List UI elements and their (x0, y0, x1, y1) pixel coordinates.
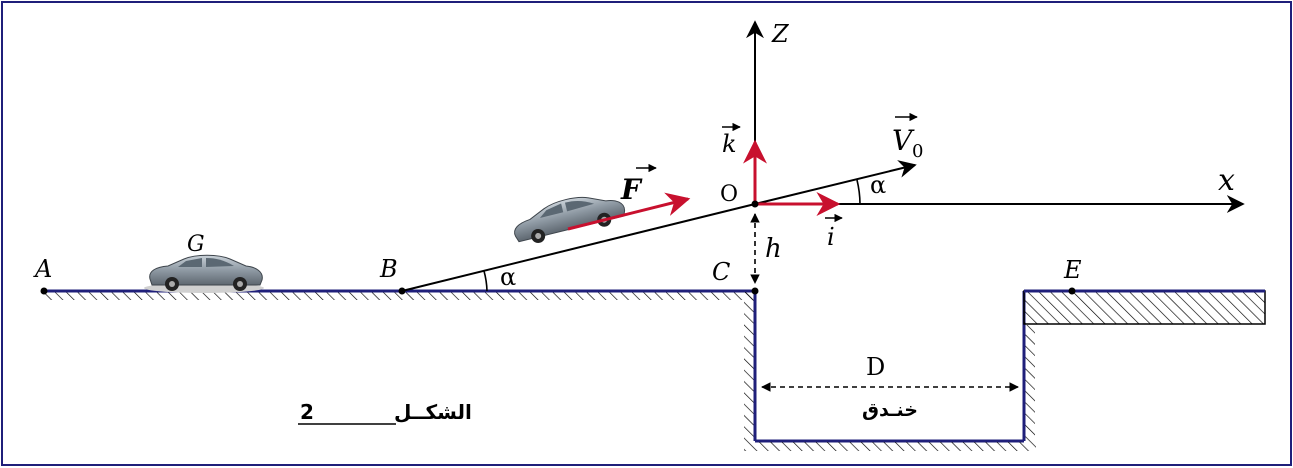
label-e: E (1063, 256, 1082, 284)
car-on-ramp-icon (514, 196, 626, 243)
axis-z-label: Z (771, 20, 790, 48)
point-b-dot (398, 287, 406, 295)
label-b: B (379, 255, 398, 283)
label-c: C (712, 258, 730, 286)
angle-arc-o (856, 179, 861, 205)
label-v0: V (892, 124, 915, 157)
label-a: A (33, 255, 52, 283)
angle-label-o: α (870, 171, 886, 199)
label-g: G (187, 232, 205, 257)
label-o: O (720, 182, 738, 207)
height-label: h (765, 234, 782, 264)
distance-label: D (866, 353, 885, 381)
trench (744, 291, 1036, 451)
point-e-dot (1068, 287, 1076, 295)
label-f: F (620, 173, 643, 206)
point-c-dot (751, 287, 759, 295)
v0-vector (754, 160, 917, 205)
figure-caption-text: الشكــل (394, 400, 472, 424)
car-icon (144, 254, 264, 293)
ramp (401, 203, 756, 292)
landing-platform (1023, 289, 1266, 325)
label-i: i (827, 223, 835, 251)
angle-label-b: α (500, 263, 516, 291)
point-a-dot (40, 287, 48, 295)
axis-x-label: x (1218, 163, 1235, 198)
force-vector (567, 192, 691, 231)
label-v0-subscript: 0 (912, 141, 923, 162)
figure-caption: الشكــل 2 (298, 400, 472, 425)
trench-label: خنـدق (862, 399, 918, 421)
label-k: k (722, 130, 737, 158)
point-o-dot (751, 200, 759, 208)
ground-left (42, 289, 755, 300)
figure-caption-number: 2 (300, 400, 314, 424)
angle-arc-b (483, 270, 488, 292)
